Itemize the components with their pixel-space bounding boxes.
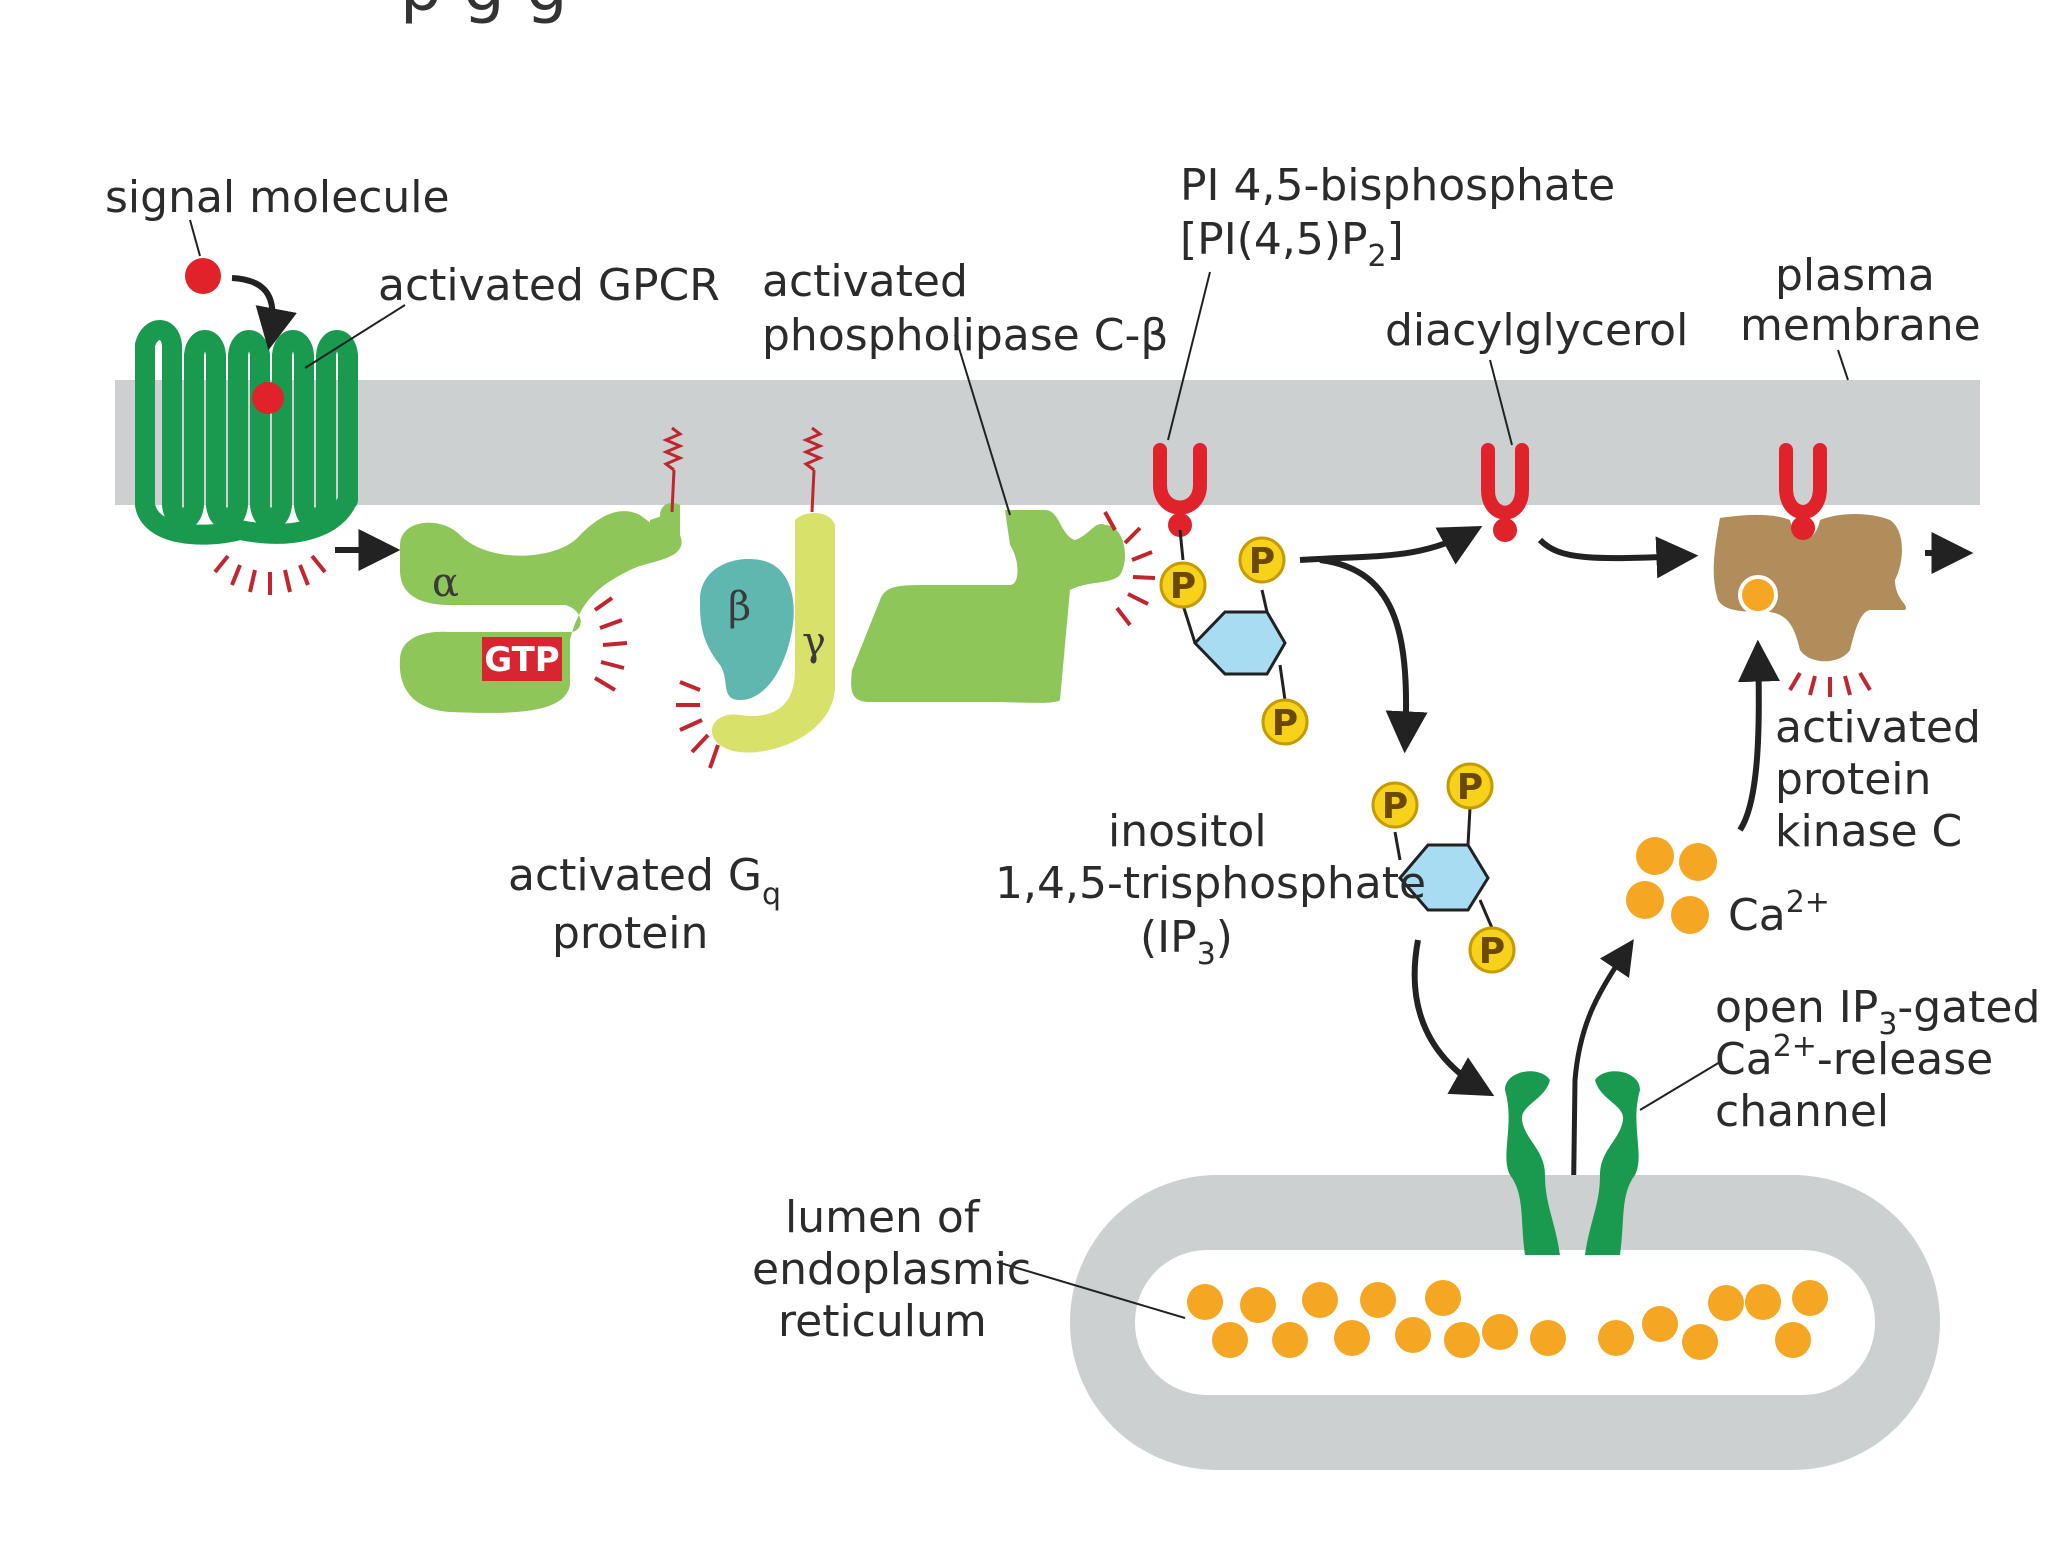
gtp-badge (482, 637, 562, 681)
label-plasma-line2: membrane (1740, 300, 1981, 351)
label-signal-molecule: signal molecule (105, 172, 450, 223)
calcium-to-pkc-arrow (1737, 639, 1780, 832)
label-calcium: Ca2+ (1728, 885, 1830, 941)
channel-leader (1639, 1061, 1721, 1111)
calcium-release-arrow (1569, 939, 1634, 1304)
pkc-activation-burst (1788, 671, 1872, 697)
pip2-molecule: P P P (1153, 443, 1309, 746)
signal-molecule-leader (189, 219, 201, 257)
label-channel-line1: open IP3-gated (1715, 982, 2040, 1042)
svg-text:P: P (1249, 541, 1275, 582)
label-er-line1: lumen of (785, 1192, 981, 1243)
cytosolic-calcium-cluster (1626, 837, 1717, 934)
label-ip3-line1: inositol (1108, 806, 1267, 857)
phospholipase-c-beta (851, 510, 1156, 703)
label-pkc-line2: protein (1775, 754, 1931, 805)
svg-text:P: P (1272, 703, 1298, 744)
svg-text:P: P (1457, 767, 1483, 808)
header-partial-text: p g g (400, 0, 568, 26)
pip2-leader (1167, 271, 1211, 441)
ip3-to-channel-arrow (1411, 939, 1495, 1097)
svg-text:P: P (1382, 786, 1408, 827)
label-channel-line3: channel (1715, 1086, 1889, 1137)
label-er-line2: endoplasmic (752, 1244, 1031, 1295)
pkc-bound-calcium (1738, 575, 1778, 615)
phospholipase-leader (954, 334, 1011, 516)
ip3-molecule: P P P (1371, 762, 1516, 974)
pip2-to-ip3-arrow (1319, 557, 1428, 754)
gq-alpha-subunit: GTP α (399, 426, 684, 713)
label-gq-line1: activated Gq (508, 850, 781, 912)
gq-beta-gamma-burst (676, 680, 720, 769)
dag-to-pkc-arrow (1537, 536, 1699, 579)
signal-binding-arrow (231, 275, 297, 351)
gamma-label: γ (802, 619, 826, 665)
er-calcium-store (1187, 1280, 1828, 1360)
alpha-label: α (432, 560, 459, 606)
label-pip2-line2: [PI(4,5)P2] (1180, 214, 1404, 274)
activated-gpcr-leader (304, 304, 406, 369)
beta-label: β (728, 584, 751, 630)
plc-activation-burst (1103, 511, 1156, 627)
label-ip3-line2: 1,4,5-trisphosphate (995, 858, 1426, 909)
label-phospholipase-line1: activated (762, 256, 968, 307)
signal-molecule (185, 258, 221, 294)
plasma-membrane-leader (1837, 349, 1849, 381)
label-channel-line2: Ca2+-release (1715, 1029, 1993, 1085)
gtp-label: GTP (484, 640, 559, 680)
plasma-membrane (115, 380, 1980, 505)
svg-text:P: P (1170, 566, 1196, 607)
label-ip3-line3: (IP3) (1140, 912, 1233, 972)
label-plasma-line1: plasma (1775, 250, 1935, 301)
gq-beta-gamma-subunit: β γ (676, 426, 835, 769)
label-pkc-line3: kinase C (1775, 806, 1962, 857)
label-diacylglycerol: diacylglycerol (1385, 305, 1688, 356)
label-pip2-line1: PI 4,5-bisphosphate (1180, 160, 1615, 211)
label-pkc-line1: activated (1775, 702, 1981, 753)
label-gq-line2: protein (552, 908, 708, 959)
endoplasmic-reticulum (1070, 1175, 1940, 1470)
label-phospholipase-line2: phospholipase C-β (762, 310, 1168, 361)
pip2-to-dag-arrow (1299, 525, 1483, 565)
gpcr-receptor (135, 320, 358, 595)
er-leader (996, 1261, 1186, 1319)
pip2-inositol-ring (1192, 610, 1287, 676)
diacylglycerol-molecule (1481, 443, 1529, 542)
signal-molecule-bound (252, 382, 284, 414)
dag-leader (1489, 359, 1513, 446)
protein-kinase-c (1713, 443, 1907, 697)
ip3-gated-calcium-channel (1505, 1071, 1640, 1255)
gq-alpha-burst (593, 596, 628, 692)
label-activated-gpcr: activated GPCR (378, 260, 720, 311)
label-er-line3: reticulum (778, 1296, 987, 1347)
ip3-inositol-ring (1398, 843, 1490, 912)
svg-text:P: P (1479, 931, 1505, 972)
gpcr-activation-burst (213, 554, 327, 595)
